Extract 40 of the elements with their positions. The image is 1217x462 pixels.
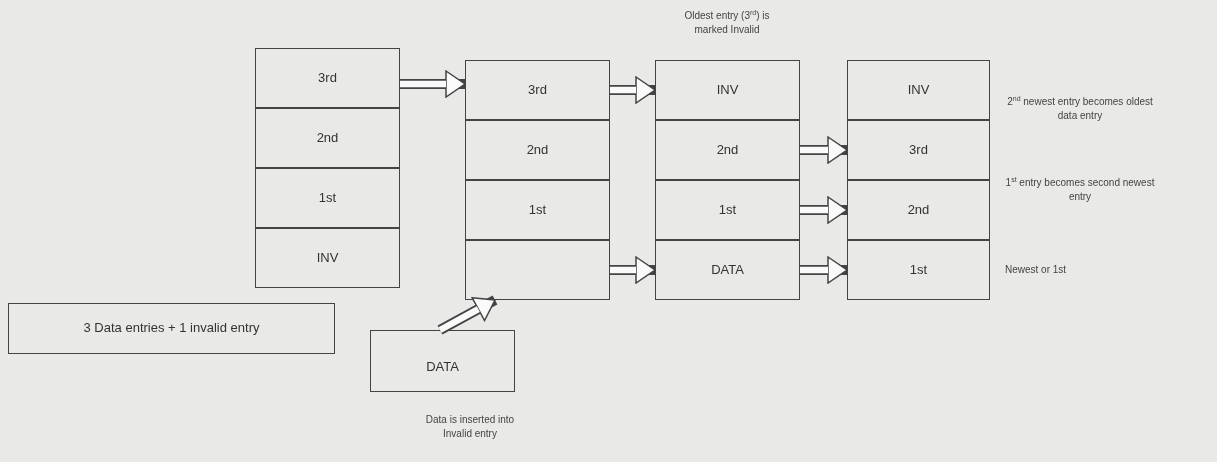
entry-box xyxy=(255,48,400,108)
annotation-text: 2$^{nd}$ newest entry becomes oldest data entry xyxy=(1006,94,1154,123)
entry-box xyxy=(655,60,800,120)
entry-text: 2nd xyxy=(907,201,930,219)
entry-text: INV xyxy=(716,81,739,99)
empty-entry-box xyxy=(465,240,610,300)
entry-text: 1st xyxy=(318,189,337,207)
entry-box xyxy=(255,108,400,168)
entry-box xyxy=(655,180,800,240)
entry-text: 3rd xyxy=(528,81,547,99)
entry-box xyxy=(255,168,400,228)
entry-text: DATA xyxy=(426,358,459,375)
entry-box xyxy=(255,228,400,288)
entry-text: 2nd xyxy=(716,141,739,159)
entry-text: INV xyxy=(316,249,339,267)
annotation-text: Data is inserted into Invalid entry xyxy=(424,413,516,440)
annotation-text: 1$^{st}$ entry becomes second newest entry xyxy=(1005,175,1155,204)
annotation-text: Oldest entry (3$^{rd}$) is marked Invalid xyxy=(683,8,771,37)
entry-text: 3rd xyxy=(318,69,337,87)
entry-box xyxy=(465,120,610,180)
entry-text: 2nd xyxy=(316,129,339,147)
entry-box xyxy=(465,60,610,120)
entry-box xyxy=(847,120,990,180)
entry-box xyxy=(465,180,610,240)
entry-text: 1st xyxy=(718,201,737,219)
entry-box xyxy=(655,240,800,300)
entry-text: 3rd xyxy=(909,141,928,159)
entry-box xyxy=(847,60,990,120)
entry-box xyxy=(847,240,990,300)
entry-box xyxy=(847,180,990,240)
entry-text: 1st xyxy=(909,261,928,279)
entry-box xyxy=(8,303,335,354)
entry-text: INV xyxy=(907,81,930,99)
entry-text: 3 Data entries + 1 invalid entry xyxy=(83,320,260,337)
entry-box xyxy=(370,330,515,392)
entry-box xyxy=(655,120,800,180)
entry-text: 2nd xyxy=(526,141,549,159)
entry-text: 1st xyxy=(528,201,547,219)
entry-text: DATA xyxy=(711,261,744,279)
annotation-text: Newest or 1st xyxy=(1005,263,1068,277)
